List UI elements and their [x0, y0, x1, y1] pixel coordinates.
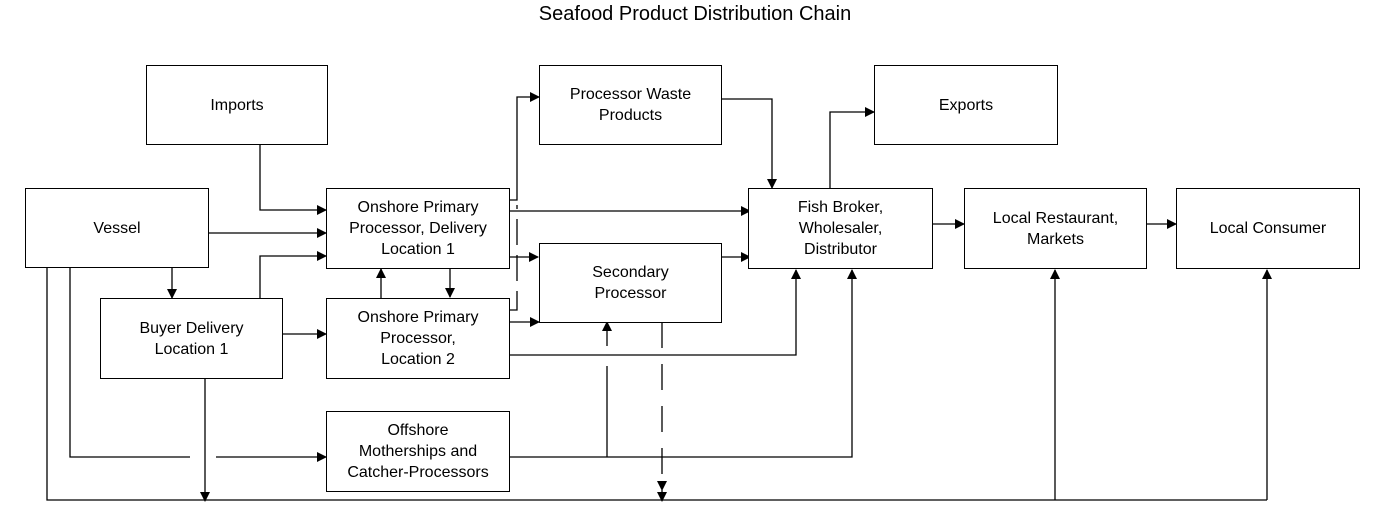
- broker-to-exports-arrow: [829, 107, 875, 188]
- offshore-box: Offshore Motherships and Catcher-Process…: [326, 411, 510, 492]
- processor-waste-box: Processor Waste Products: [539, 65, 722, 145]
- vessel-to-offshore-arrow: [69, 268, 190, 458]
- secondary-processor-box: Secondary Processor: [539, 243, 722, 323]
- imports-to-onshore1-arrow: [259, 145, 327, 215]
- exports-box: Exports: [874, 65, 1058, 145]
- waste-to-broker-arrow: [721, 98, 777, 189]
- local-restaurant-box: Local Restaurant, Markets: [964, 188, 1147, 269]
- onshore-primary-2-box: Onshore Primary Processor, Location 2: [326, 298, 510, 379]
- buyer-to-onshore1-arrow: [259, 251, 327, 298]
- buyer-delivery-label: Buyer Delivery Location 1: [139, 319, 244, 358]
- local-consumer-box: Local Consumer: [1176, 188, 1360, 269]
- bottom-rail-line: [46, 268, 1267, 501]
- secondary-processor-label: Secondary Processor: [592, 264, 669, 302]
- exports-label: Exports: [938, 96, 994, 114]
- onshore2-to-waste-line: [510, 205, 518, 311]
- vessel-label: Vessel: [93, 219, 141, 237]
- vessel-box: Vessel: [25, 188, 209, 268]
- onshore-primary-1-label: Onshore Primary Processor, Delivery Loca…: [349, 199, 487, 258]
- processor-waste-label: Processor Waste Products: [569, 86, 692, 124]
- fish-broker-box: Fish Broker, Wholesaler, Distributor: [748, 188, 933, 269]
- onshore1-to-waste-arrow: [510, 92, 540, 201]
- imports-box: Imports: [146, 65, 328, 145]
- onshore2-to-broker-arrow: [510, 269, 801, 356]
- imports-label: Imports: [210, 96, 264, 114]
- onshore-primary-2-label: Onshore Primary Processor, Location 2: [357, 309, 479, 368]
- buyer-delivery-box: Buyer Delivery Location 1: [100, 298, 283, 379]
- local-consumer-label: Local Consumer: [1209, 220, 1327, 237]
- diagram-title: Seafood Product Distribution Chain: [538, 3, 852, 25]
- fish-broker-label: Fish Broker, Wholesaler, Distributor: [797, 199, 884, 258]
- offshore-to-broker-arrow: [510, 269, 857, 458]
- onshore-primary-1-box: Onshore Primary Processor, Delivery Loca…: [326, 188, 510, 269]
- local-restaurant-label: Local Restaurant, Markets: [992, 209, 1119, 248]
- offshore-label: Offshore Motherships and Catcher-Process…: [347, 422, 489, 481]
